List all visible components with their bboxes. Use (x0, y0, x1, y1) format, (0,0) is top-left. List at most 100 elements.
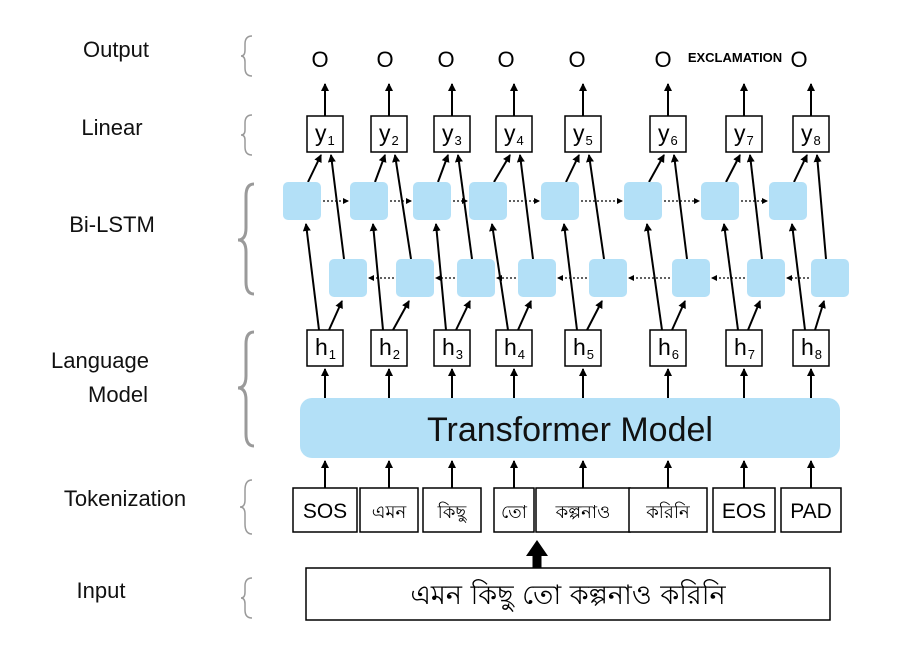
hidden-node-label: h8 (801, 334, 822, 362)
hidden-to-backward-arrow (814, 300, 826, 331)
linear-node-label: y8 (801, 120, 821, 148)
backward-to-linear-arrow (746, 154, 763, 260)
stage-label-bilstm: Bi-LSTM (69, 212, 155, 237)
hidden-to-backward-arrow (392, 300, 410, 331)
forward-lstm-cell (624, 182, 662, 220)
backward-to-linear-arrow (813, 154, 827, 260)
linear-node-symbol: y (315, 120, 327, 146)
hidden-node-box (306, 329, 344, 367)
forward-to-linear-arrow (565, 154, 580, 183)
linear-node-symbol: y (504, 120, 516, 146)
linear-node: y2 (370, 115, 408, 153)
hidden-node: h6 (649, 329, 687, 367)
hidden-node-box (495, 329, 533, 367)
linear-node: y8 (792, 115, 830, 153)
backward-lstm-cell (518, 259, 556, 297)
hidden-node-box (370, 329, 408, 367)
backward-lstm-cell (589, 259, 627, 297)
linear-node-subscript: 7 (747, 133, 754, 148)
hidden-node-subscript: 6 (672, 347, 679, 362)
hidden-to-backward-arrow (328, 300, 343, 331)
linear-node-subscript: 3 (455, 133, 462, 148)
hidden-node-subscript: 5 (587, 347, 594, 362)
brace-tokenization (239, 479, 253, 535)
linear-node-label: y7 (734, 120, 754, 148)
linear-node-label: y4 (504, 120, 524, 148)
token-box-border (712, 487, 776, 533)
linear-node: y4 (495, 115, 533, 153)
backward-lstm-cell (672, 259, 710, 297)
hidden-to-backward-arrow (517, 300, 532, 331)
linear-node-subscript: 4 (517, 133, 524, 148)
hidden-node-subscript: 2 (393, 347, 400, 362)
stage-label-input: Input (77, 578, 126, 603)
exclamation-label: EXCLAMATION (688, 50, 782, 65)
token-box-border (780, 487, 842, 533)
hidden-to-forward-arrow (432, 223, 447, 331)
brace-linear (240, 114, 253, 156)
forward-to-linear-arrow (793, 154, 808, 183)
hidden-node-label: h4 (504, 334, 525, 362)
token-label: কিছু (437, 502, 468, 523)
hidden-node: h3 (433, 329, 471, 367)
hidden-node: h5 (564, 329, 602, 367)
token-box: এমন (359, 487, 419, 533)
token-box: তো (493, 487, 535, 533)
linear-node: y6 (649, 115, 687, 153)
linear-node: y5 (564, 115, 602, 153)
token-label: কল্পনাও (555, 502, 611, 523)
backward-lstm-cell (329, 259, 367, 297)
hidden-node-subscript: 3 (456, 347, 463, 362)
token-box-border (292, 487, 358, 533)
backward-to-linear-arrow (327, 154, 345, 260)
linear-node-symbol: y (801, 120, 813, 146)
hidden-node: h4 (495, 329, 533, 367)
hidden-to-backward-arrow (671, 300, 686, 331)
stage-label-tokenization: Tokenization (64, 486, 186, 511)
linear-node-label: y2 (379, 120, 399, 148)
forward-to-linear-arrow (725, 154, 741, 183)
token-label: EOS (722, 500, 766, 523)
linear-node-label: y3 (442, 120, 462, 148)
linear-node-box (433, 115, 471, 153)
hidden-to-forward-arrow (560, 223, 578, 331)
forward-lstm-cell (413, 182, 451, 220)
forward-to-linear-arrow (374, 154, 387, 183)
hidden-node-box (649, 329, 687, 367)
backward-lstm-cell (396, 259, 434, 297)
brace-input (240, 577, 253, 619)
hidden-node-box (792, 329, 830, 367)
linear-node-box (725, 115, 763, 153)
hidden-node-label: h6 (658, 334, 679, 362)
stage-label-linear: Linear (81, 115, 142, 140)
token-box-border (359, 487, 419, 533)
linear-node-label: y1 (315, 120, 335, 148)
linear-node-symbol: y (379, 120, 391, 146)
hidden-node: h2 (370, 329, 408, 367)
hidden-to-forward-arrow (369, 223, 384, 331)
token-box-border (535, 487, 631, 533)
forward-lstm-cell (350, 182, 388, 220)
output-label: O (654, 47, 671, 72)
hidden-node-subscript: 7 (748, 347, 755, 362)
brace-bilstm (237, 182, 255, 296)
backward-lstm-cell (811, 259, 849, 297)
linear-node-symbol: y (658, 120, 670, 146)
hidden-node-symbol: h (379, 334, 392, 360)
forward-to-linear-arrow (437, 154, 450, 183)
hidden-node-subscript: 1 (329, 347, 336, 362)
forward-lstm-cell (283, 182, 321, 220)
linear-node-box (495, 115, 533, 153)
output-label: O (437, 47, 454, 72)
hidden-node-symbol: h (442, 334, 455, 360)
hidden-node: h7 (725, 329, 763, 367)
token-box: কিছু (422, 487, 482, 533)
linear-node-label: y6 (658, 120, 678, 148)
hidden-node-subscript: 4 (518, 347, 525, 362)
forward-lstm-cell (769, 182, 807, 220)
hidden-node-label: h5 (573, 334, 594, 362)
output-label: O (568, 47, 585, 72)
linear-node-subscript: 2 (392, 133, 399, 148)
forward-to-linear-arrow (648, 154, 665, 183)
token-box: কল্পনাও (535, 487, 631, 533)
